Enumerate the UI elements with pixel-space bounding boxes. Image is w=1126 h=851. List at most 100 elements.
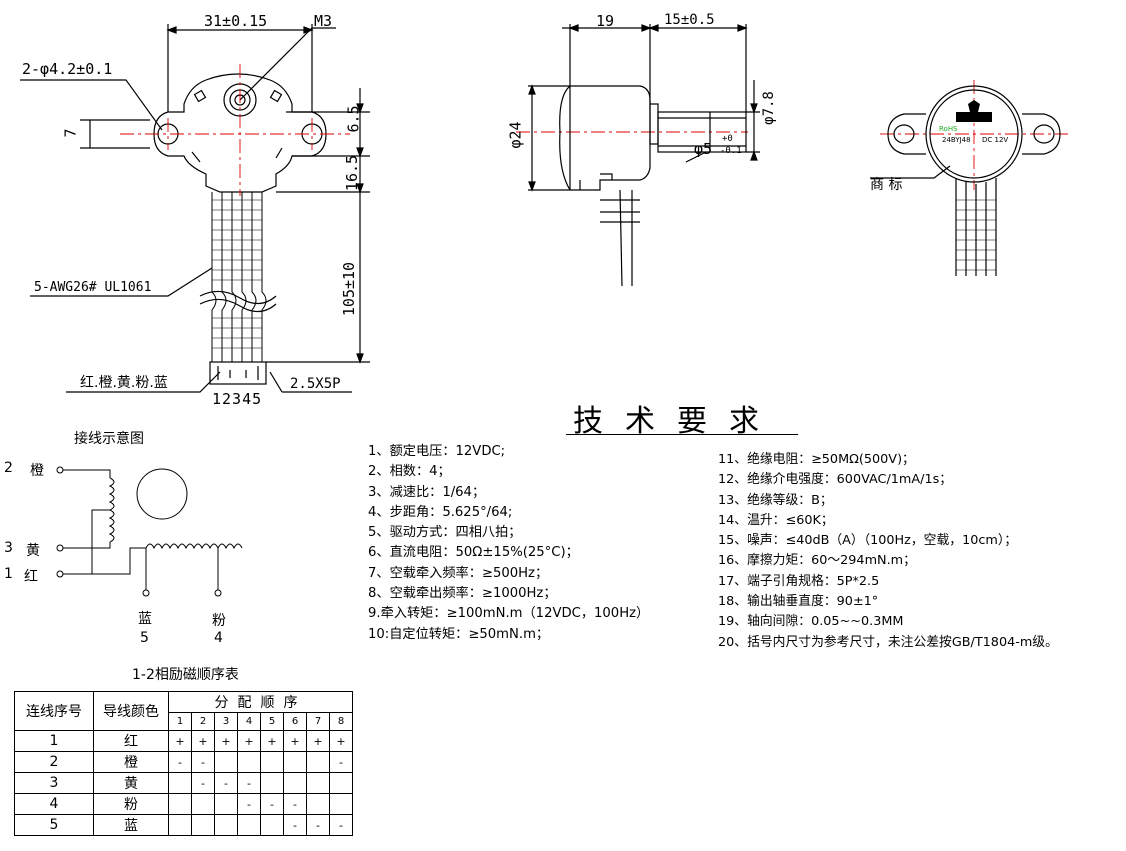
spec-item: 6、直流电阻：50Ω±15%(25°C)； [368, 545, 579, 561]
wire-color: 蓝 [93, 814, 169, 836]
step-mark: - [283, 814, 307, 836]
spec-item: 10:自定位转矩：≥50mN.m； [368, 626, 550, 642]
step-mark [329, 793, 353, 815]
step-mark [260, 772, 284, 794]
step-mark [237, 751, 261, 773]
wire-no: 4 [14, 793, 94, 815]
step-mark: - [260, 793, 284, 815]
step-mark: - [191, 751, 215, 773]
dim-diameter-24: φ24 [506, 121, 525, 149]
step-mark [168, 772, 192, 794]
wire-color: 橙 [93, 751, 169, 773]
step-mark: - [329, 814, 353, 836]
step-mark [283, 772, 307, 794]
spec-item: 11、绝缘电阻：≥50MΩ(500V)； [718, 452, 915, 467]
pin-numbers: 12345 [212, 390, 263, 408]
spec-item: 2、相数：4； [368, 464, 451, 480]
step-header: 1 [168, 712, 192, 731]
step-mark: - [237, 772, 261, 794]
terminal-4-color: 粉 [212, 613, 226, 629]
trademark-label: 商 标 [870, 177, 903, 193]
dim-thread: M3 [314, 12, 333, 30]
spec-item: 15、噪声：≤40dB（A）（100Hz，空载，10cm）； [718, 533, 1018, 549]
spec-list-right: 11、绝缘电阻：≥50MΩ(500V)； 12、绝缘介电强度：600VAC/1m… [718, 450, 1058, 653]
dim-holes: 2-φ4.2±0.1 [22, 60, 113, 78]
step-mark [191, 814, 215, 836]
wire-color: 粉 [93, 793, 169, 815]
spec-item: 12、绝缘介电强度：600VAC/1mA/1s； [718, 472, 953, 488]
spec-item: 20、括号内尺寸为参考尺寸，未注公差按GB/T1804-m级。 [718, 634, 1058, 650]
label-view [870, 85, 1061, 276]
wire-color: 红 [93, 730, 169, 752]
dim-15: 15±0.5 [664, 12, 715, 28]
step-mark [168, 793, 192, 815]
spec-item: 13、绝缘等级：B； [718, 492, 833, 508]
label-model: 24BYJ48 [942, 136, 971, 144]
header-wire-no: 连线序号 [14, 691, 94, 731]
label-voltage: DC 12V [982, 136, 1009, 144]
step-mark: - [168, 751, 192, 773]
step-header: 8 [329, 712, 353, 731]
step-header: 6 [283, 712, 307, 731]
table-row: 1 红 + + + + + + + + [14, 730, 353, 752]
step-mark [306, 772, 330, 794]
step-mark: - [306, 814, 330, 836]
step-mark [214, 751, 238, 773]
front-view [20, 24, 370, 393]
step-mark [283, 751, 307, 773]
step-mark: + [168, 730, 192, 752]
step-mark [237, 814, 261, 836]
sequence-table: 连线序号 导线颜色 分配顺序 1 2 3 4 5 6 7 8 1 红 + + +… [14, 691, 353, 836]
terminal-3-num: 3 [4, 540, 13, 556]
wire-colors: 红.橙.黄.粉.蓝 [80, 375, 168, 391]
dim-wire-length: 105±10 [340, 261, 359, 317]
connector-pitch: 2.5X5P [290, 376, 341, 392]
spec-item: 8、空载牵出频率：≥1000Hz； [368, 586, 557, 602]
terminal-5-color: 蓝 [138, 611, 152, 627]
step-mark: + [283, 730, 307, 752]
spec-item: 7、空载牵入频率：≥500Hz； [368, 565, 549, 581]
table-header-row: 连线序号 导线颜色 分配顺序 [14, 691, 353, 731]
step-mark [260, 751, 284, 773]
wire-spec: 5-AWG26# UL1061 [34, 280, 152, 295]
step-header: 7 [306, 712, 330, 731]
step-mark: - [214, 772, 238, 794]
step-mark [260, 814, 284, 836]
table-row: 3 黄 - - - [14, 772, 353, 794]
step-mark: - [329, 751, 353, 773]
sequence-table-title: 1-2相励磁顺序表 [132, 667, 239, 683]
dim-shaft-tol-plus: +0 [722, 134, 733, 144]
step-mark: + [329, 730, 353, 752]
wire-no: 2 [14, 751, 94, 773]
dim-6-5: 6.5 [344, 105, 363, 133]
terminal-3-color: 黄 [26, 543, 40, 559]
wire-no: 1 [14, 730, 94, 752]
dim-16-5: 16.5 [343, 154, 362, 192]
terminal-4-num: 4 [214, 630, 223, 646]
spec-item: 17、端子引角规格：5P*2.5 [718, 573, 880, 589]
table-row: 5 蓝 - - - [14, 814, 353, 836]
spec-item: 3、减速比：1/64； [368, 484, 486, 500]
spec-list-left: 1、额定电压：12VDC; 2、相数：4； 3、减速比：1/64； 4、步距角：… [368, 442, 649, 645]
step-header: 4 [237, 712, 261, 731]
table-row: 4 粉 - - - [14, 793, 353, 815]
step-mark [214, 793, 238, 815]
step-header: 5 [260, 712, 284, 731]
dim-width: 31±0.15 [204, 12, 268, 30]
step-mark: + [260, 730, 284, 752]
step-header: 3 [214, 712, 238, 731]
terminal-1-num: 1 [4, 566, 13, 582]
wire-color: 黄 [93, 772, 169, 794]
spec-title: 技术要求 [573, 404, 781, 439]
step-mark [191, 793, 215, 815]
spec-item: 5、驱动方式：四相八拍； [368, 525, 522, 541]
label-rohs: RoHS [939, 125, 958, 133]
step-mark: - [191, 772, 215, 794]
spec-item: 14、温升：≤60K； [718, 512, 834, 528]
terminal-2-color: 橙 [30, 463, 44, 479]
dim-shaft: φ5 [694, 140, 713, 158]
wire-no: 5 [14, 814, 94, 836]
spec-title-underline [566, 434, 798, 435]
step-mark [306, 793, 330, 815]
